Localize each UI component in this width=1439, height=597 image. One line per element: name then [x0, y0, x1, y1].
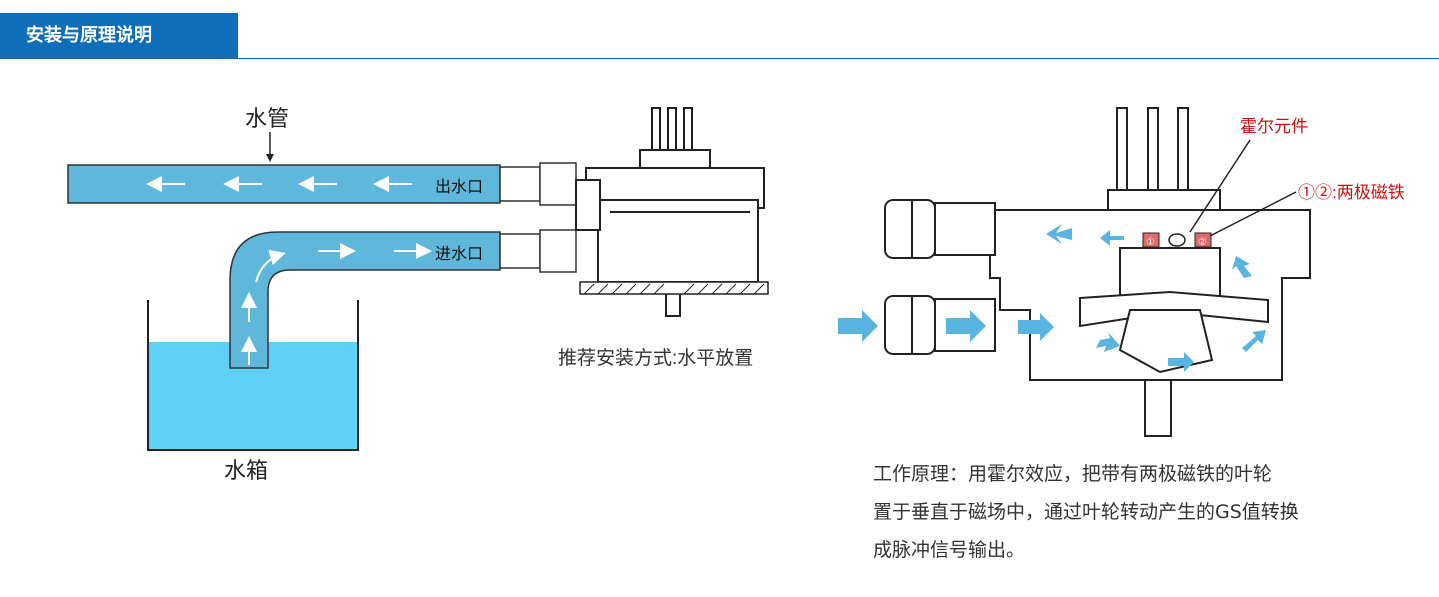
pipe-pointer-head — [266, 154, 274, 162]
flow-sensor-cutaway — [884, 107, 1311, 437]
section-title-tab: 安装与原理说明 — [0, 13, 238, 59]
magnet-1: ① — [1142, 232, 1160, 248]
inlet-label: 进水口 — [435, 245, 483, 263]
description-line: 工作原理：用霍尔效应，把带有两极磁铁的叶轮 — [873, 463, 1273, 485]
hall-leader-line — [1189, 139, 1251, 233]
hall-label: 霍尔元件 — [1240, 117, 1308, 136]
tank-label: 水箱 — [224, 458, 268, 483]
flow-arrows — [838, 224, 1266, 372]
principle-description: 工作原理：用霍尔效应，把带有两极磁铁的叶轮 置于垂直于磁场中，通过叶轮转动产生的… — [873, 455, 1413, 569]
flow-sensor-side-view — [575, 107, 765, 317]
hall-element — [1168, 233, 1186, 247]
svg-text:①: ① — [1146, 237, 1155, 248]
outlet-connector — [499, 162, 577, 206]
description-line: 成脉冲信号输出。 — [873, 539, 1026, 561]
svg-text:②: ② — [1198, 237, 1207, 248]
description-line: 置于垂直于磁场中，通过叶轮转动产生的GS值转换 — [873, 501, 1299, 523]
outlet-label: 出水口 — [435, 178, 483, 196]
inlet-connector — [499, 229, 577, 273]
magnet-label: ①②:两极磁铁 — [1298, 183, 1405, 202]
inlet-pipe — [229, 231, 501, 369]
magnet-leader-line — [1209, 191, 1297, 237]
magnet-2: ② — [1194, 232, 1212, 248]
mounting-surface — [579, 281, 769, 295]
pipe-label: 水管 — [245, 106, 289, 131]
install-note: 推荐安装方式:水平放置 — [558, 347, 753, 369]
section-title: 安装与原理说明 — [26, 25, 152, 46]
header-divider — [0, 58, 1439, 59]
